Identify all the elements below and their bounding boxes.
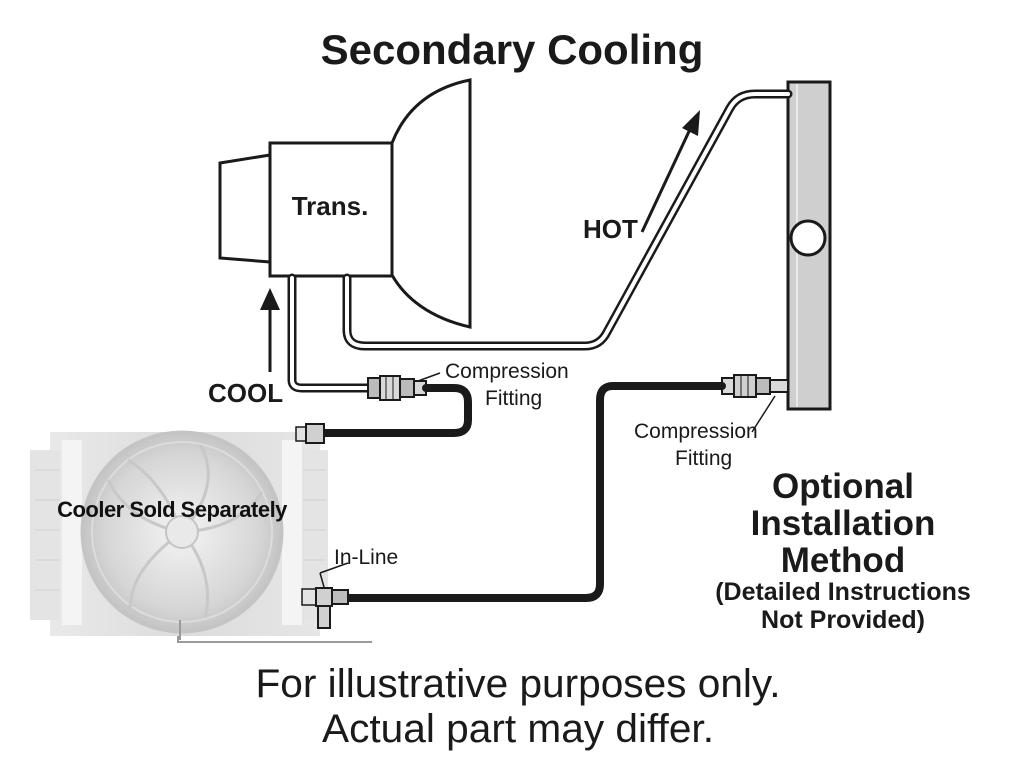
mount-bracket	[177, 620, 372, 643]
compression-fitting-top-icon	[367, 375, 427, 401]
hot-arrow-icon	[640, 110, 700, 233]
footer-line-1: For illustrative purposes only.	[256, 662, 781, 706]
optional-line-1: Optional	[772, 467, 914, 506]
optional-line-2: Installation	[751, 504, 936, 543]
cool-arrow-icon	[260, 288, 280, 372]
cool-label: COOL	[208, 378, 283, 408]
compression-fitting-top-label-2: Fitting	[485, 387, 542, 410]
cooler-label: Cooler Sold Separately	[57, 497, 288, 522]
hot-line	[342, 89, 793, 351]
page-title: Secondary Cooling	[321, 26, 704, 73]
hose-top	[318, 384, 472, 437]
compression-fitting-top-label-1: Compression	[445, 360, 569, 383]
hose-bottom	[344, 382, 726, 602]
inline-fitting-icon	[301, 562, 349, 629]
fan-icon	[80, 430, 284, 634]
cooler-fitting-icon	[295, 423, 325, 444]
footer-line-2: Actual part may differ.	[322, 707, 714, 751]
transmission-icon	[218, 78, 472, 329]
optional-line-3: Method	[781, 541, 905, 580]
optional-note-1: (Detailed Instructions	[715, 578, 971, 606]
hot-label: HOT	[583, 214, 638, 244]
return-line	[287, 273, 375, 393]
compression-fitting-right-icon	[721, 374, 789, 398]
compression-fitting-right-label-2: Fitting	[675, 447, 732, 470]
trans-label: Trans.	[292, 191, 369, 221]
inline-label: In-Line	[334, 546, 398, 569]
optional-note-2: Not Provided)	[761, 606, 925, 634]
radiator-icon	[786, 80, 832, 411]
compression-fitting-right-label-1: Compression	[634, 420, 758, 443]
